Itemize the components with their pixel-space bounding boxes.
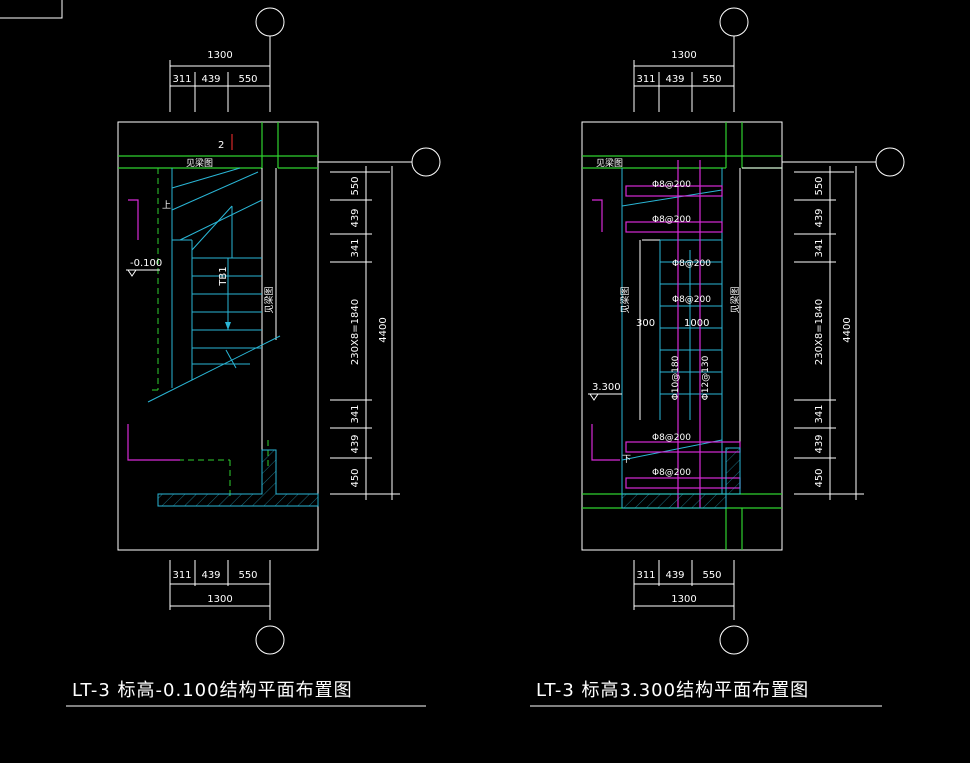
dim-part: 550 <box>702 570 721 581</box>
dim-overall: 1300 <box>207 50 232 61</box>
elevation-label: -0.100 <box>130 258 162 269</box>
side-dim: 341 <box>814 404 825 423</box>
dim-part: 311 <box>172 570 191 581</box>
dim-part: 439 <box>201 74 220 85</box>
side-dim: 230X8=1840 <box>350 299 361 365</box>
rebar-vertical-label: Φ12@130 <box>701 355 711 400</box>
dim-overall: 1300 <box>671 594 696 605</box>
up-label: 上 <box>162 200 171 211</box>
side-dim: 550 <box>814 176 825 195</box>
side-dim: 341 <box>814 238 825 257</box>
side-dim-total: 4400 <box>842 317 853 342</box>
dim-part: 439 <box>665 74 684 85</box>
rebar-label: Φ8@200 <box>652 433 691 443</box>
top-dimension-chain: 1300 311 439 550 <box>633 50 734 112</box>
beam-ref-vertical-label: 见梁图 <box>729 286 741 313</box>
down-label: 下 <box>622 455 631 465</box>
side-dim: 341 <box>350 238 361 257</box>
axis-bubble-top <box>255 7 285 37</box>
stair-tag-label: TB1 <box>218 266 229 286</box>
dim-part: 311 <box>172 74 191 85</box>
beam-ref-label: 见梁图 <box>596 157 623 169</box>
left-plan: 1300 311 439 550 <box>66 7 441 707</box>
right-plan: 1300 311 439 550 <box>530 7 905 707</box>
stair-well-outline <box>117 121 319 551</box>
axis-bubble-bottom <box>719 625 749 655</box>
span-label: 1000 <box>684 318 709 329</box>
side-dim: 439 <box>814 434 825 453</box>
rebar-vertical-label: Φ10@180 <box>671 355 681 400</box>
rebar-label: Φ8@200 <box>652 180 691 190</box>
beam-ref-vertical-label: 见梁图 <box>619 286 631 313</box>
side-dim: 439 <box>814 208 825 227</box>
axis-bubble-bottom <box>255 625 285 655</box>
drawing-title: LT-3 标高3.300结构平面布置图 <box>536 680 809 701</box>
drawing-title: LT-3 标高-0.100结构平面布置图 <box>72 680 353 701</box>
dim-part: 311 <box>636 74 655 85</box>
elevation-label: 3.300 <box>592 382 621 393</box>
beam-ref-vertical-label: 见梁图 <box>263 286 275 313</box>
top-dimension-chain: 1300 311 439 550 <box>169 50 270 112</box>
rebar-label: Φ8@200 <box>672 259 711 269</box>
bottom-dimension-chain: 311 439 550 1300 <box>633 560 735 620</box>
side-dim: 450 <box>350 468 361 487</box>
side-dimension-chain: 550 439 341 230X8=1840 341 439 450 4400 <box>794 166 864 500</box>
axis-bubble-right <box>411 147 441 177</box>
dim-overall: 1300 <box>671 50 696 61</box>
dim-part: 550 <box>238 570 257 581</box>
bottom-dimension-chain: 311 439 550 1300 <box>169 560 271 620</box>
span-label: 300 <box>636 318 655 329</box>
slab-section-hatch <box>157 449 319 507</box>
side-dim-total: 4400 <box>378 317 389 342</box>
axis-bubble-top <box>719 7 749 37</box>
dim-part: 550 <box>702 74 721 85</box>
side-dim: 230X8=1840 <box>814 299 825 365</box>
axis-bubble-right <box>875 147 905 177</box>
stair-flight <box>147 167 281 403</box>
dim-overall: 1300 <box>207 594 232 605</box>
rebar-label: Φ8@200 <box>652 468 691 478</box>
dim-part: 439 <box>201 570 220 581</box>
side-dim: 439 <box>350 434 361 453</box>
beam-ref-label: 见梁图 <box>186 157 213 169</box>
rebar-label: Φ8@200 <box>672 295 711 305</box>
dim-part: 311 <box>636 570 655 581</box>
stair-flight <box>621 189 723 461</box>
rebar-label: Φ8@200 <box>652 215 691 225</box>
viewport-corner-frame <box>0 0 63 19</box>
side-dim: 450 <box>814 468 825 487</box>
side-dim: 341 <box>350 404 361 423</box>
dim-part: 550 <box>238 74 257 85</box>
side-dim: 550 <box>350 176 361 195</box>
rebar-layout <box>591 160 741 508</box>
axis-number-label: 2 <box>218 140 224 151</box>
stair-well-outline <box>581 121 783 551</box>
side-dim: 439 <box>350 208 361 227</box>
dim-part: 439 <box>665 570 684 581</box>
side-dimension-chain: 550 439 341 230X8=1840 341 439 450 4400 <box>330 166 400 500</box>
